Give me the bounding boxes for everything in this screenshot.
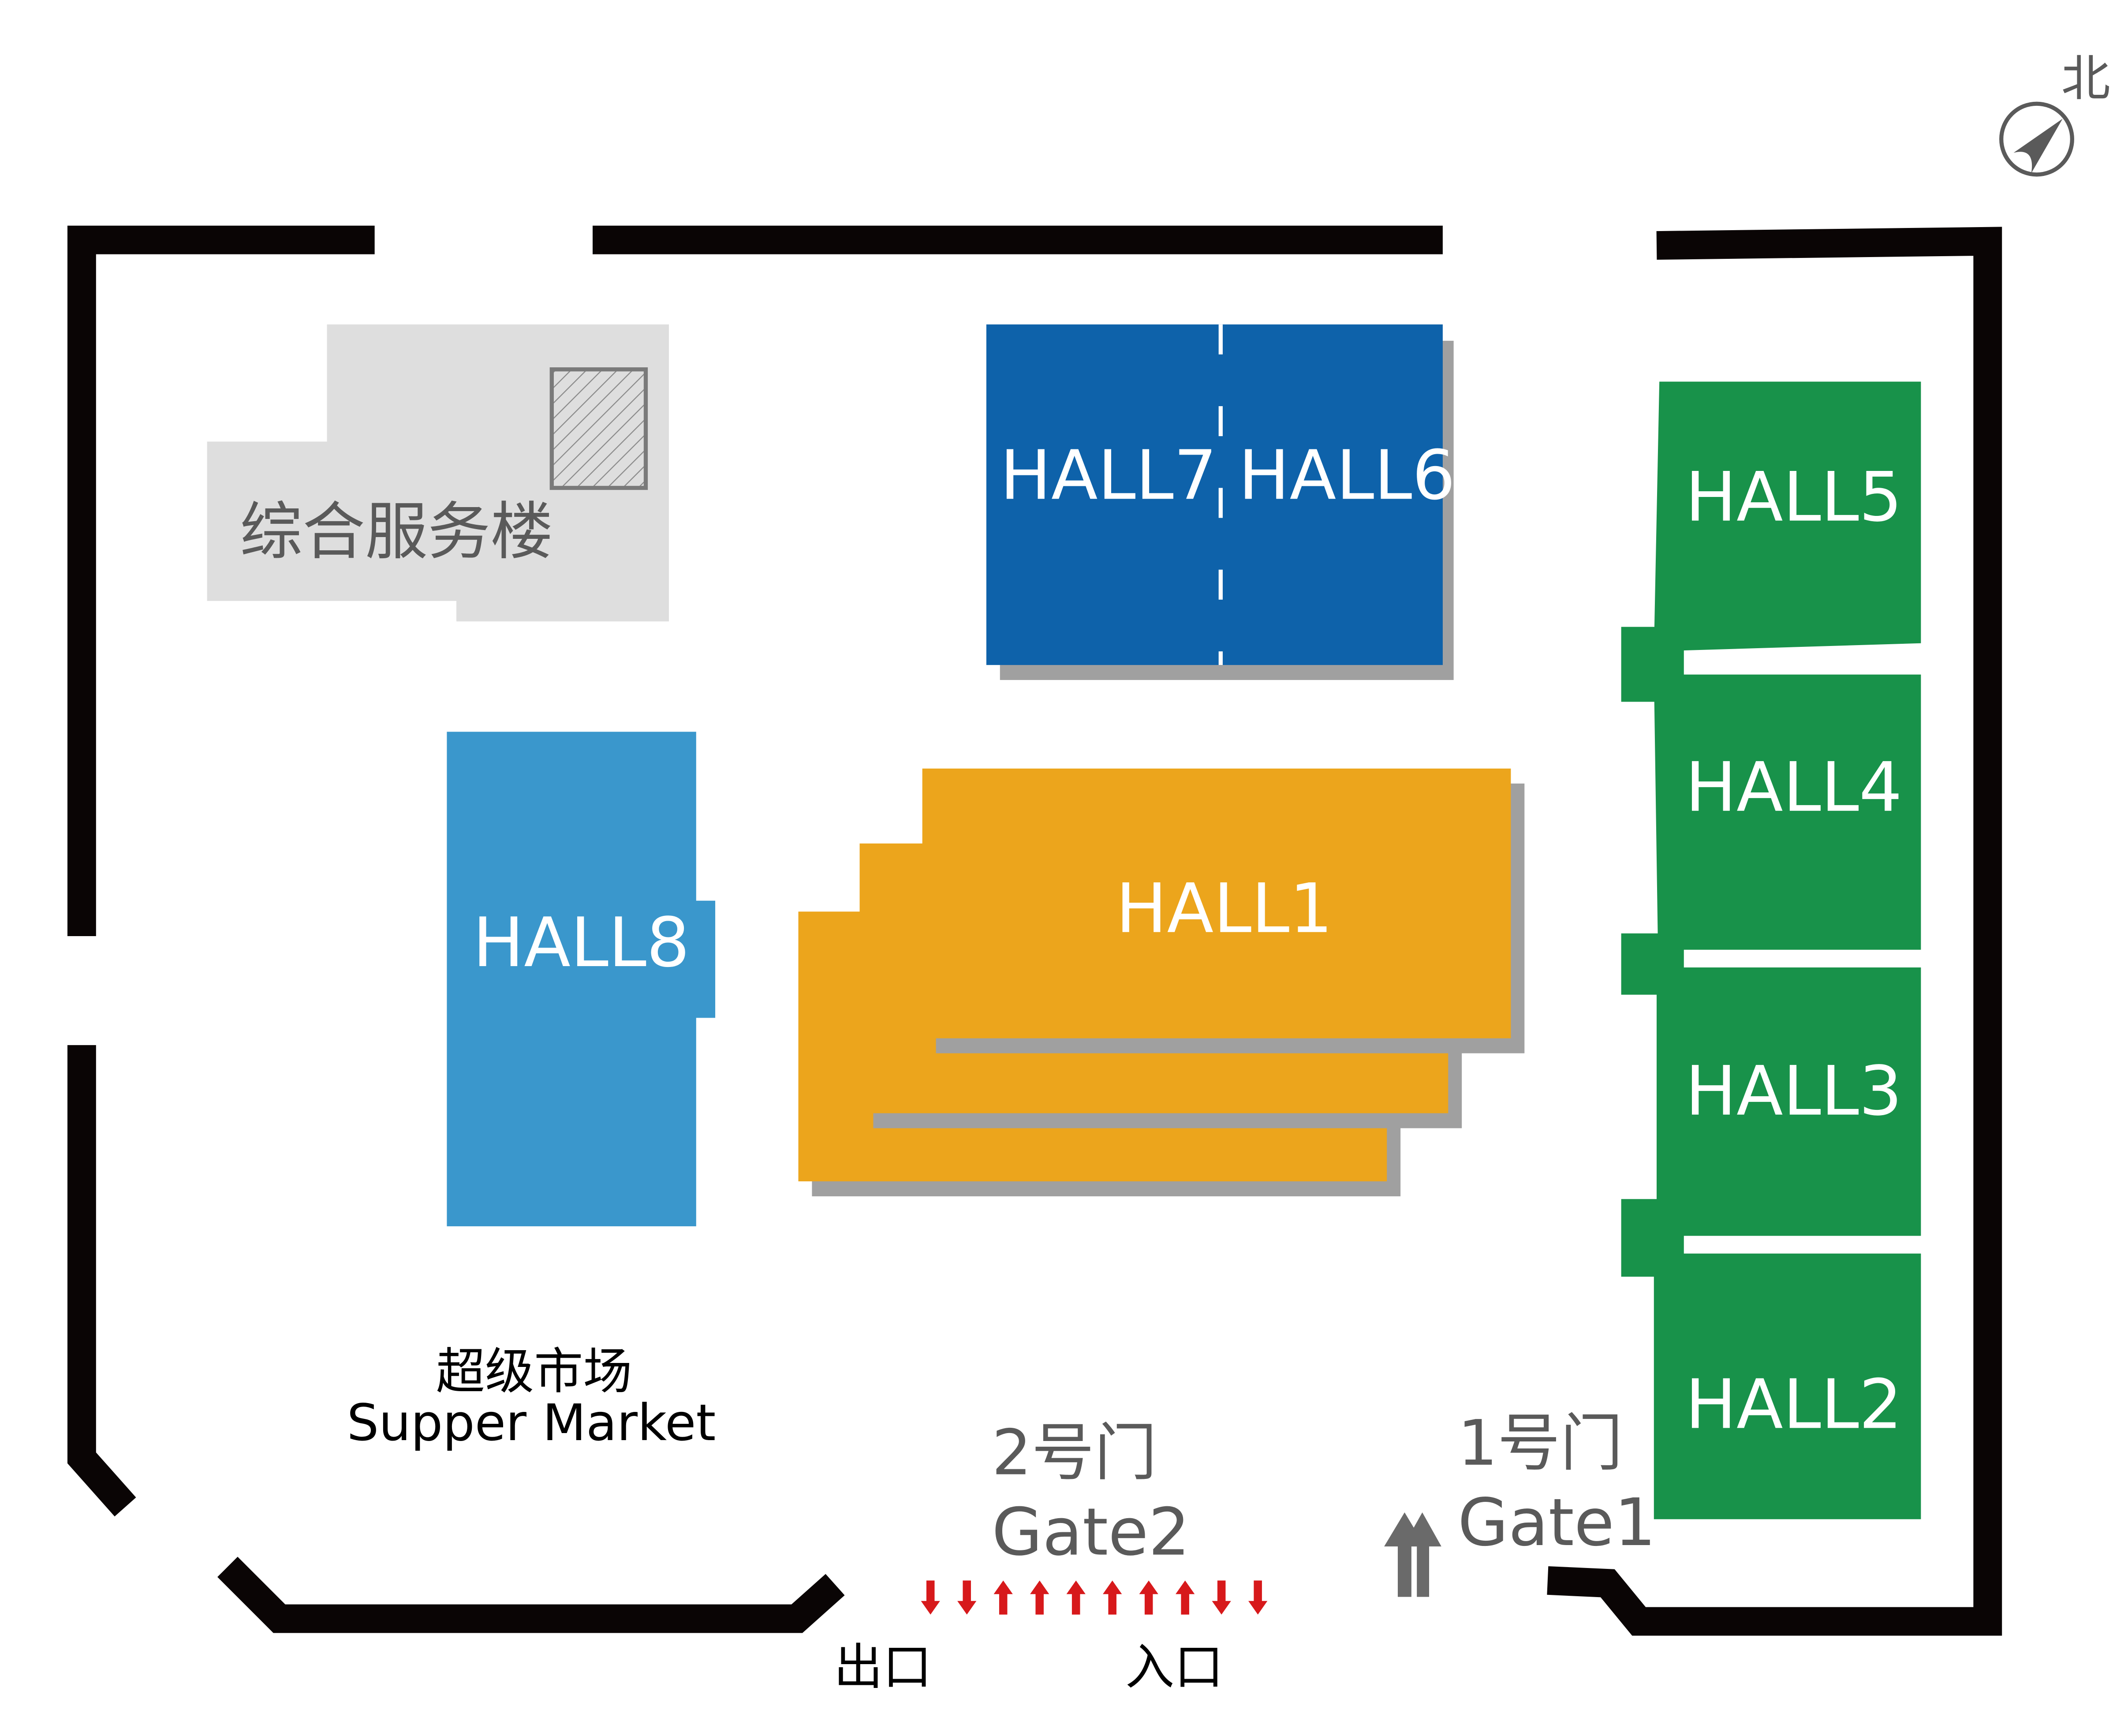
- hatched-area: [549, 367, 648, 490]
- wall-left-lower: [67, 1045, 136, 1517]
- gate2-lane-arrows: [921, 1580, 1268, 1615]
- lane-arrow-down-icon: [921, 1580, 940, 1615]
- hall8-label: HALL8: [473, 903, 690, 982]
- hall1[interactable]: HALL1: [798, 768, 1525, 1197]
- hall6-label: HALL6: [1238, 436, 1455, 515]
- lane-arrow-up-icon: [1103, 1580, 1122, 1615]
- hall2[interactable]: HALL2: [1654, 1253, 1921, 1519]
- hall3-label: HALL3: [1685, 1052, 1902, 1131]
- service-building[interactable]: 综合服务楼: [207, 324, 669, 622]
- lane-arrow-up-icon: [993, 1580, 1013, 1615]
- wall-bottom-left: [217, 1557, 845, 1633]
- gate2-cn-label: 2号门: [992, 1416, 1157, 1489]
- hall2-shape: [1654, 1253, 1921, 1519]
- wall-top-left: [67, 225, 375, 936]
- gate1-cn-label: 1号门: [1458, 1407, 1623, 1480]
- hall7-hall6[interactable]: HALL7 HALL6: [986, 324, 1456, 680]
- hall3-shape: [1656, 967, 1921, 1236]
- hall3[interactable]: HALL3: [1656, 967, 1921, 1236]
- gate2-en-label: Gate2: [992, 1494, 1190, 1570]
- hall1-back: [922, 768, 1511, 1038]
- lane-arrow-down-icon: [1248, 1580, 1268, 1615]
- north-label: 北: [2061, 51, 2110, 108]
- lane-arrow-up-icon: [1176, 1580, 1195, 1615]
- exit-label: 出口: [834, 1639, 932, 1696]
- gate1-double-up-arrow-icon: [1384, 1512, 1441, 1597]
- hall2-label: HALL2: [1685, 1365, 1902, 1444]
- perimeter-walls: [67, 225, 2002, 1636]
- supermarket-cn-label: 超级市场: [436, 1344, 632, 1400]
- hall5[interactable]: HALL5: [1654, 381, 1921, 652]
- compass-icon: 北: [1999, 51, 2110, 177]
- entrance-label: 入口: [1125, 1639, 1223, 1696]
- service-building-label: 综合服务楼: [240, 495, 553, 568]
- hall8-shape: [447, 732, 696, 1227]
- lane-arrow-up-icon: [1066, 1580, 1086, 1615]
- hall8-tab: [693, 900, 716, 1018]
- hall4[interactable]: HALL4: [1654, 674, 1921, 950]
- hall4-shape: [1654, 674, 1921, 950]
- hall7-label: HALL7: [1000, 436, 1217, 515]
- hall5-shape: [1654, 381, 1921, 652]
- hall8[interactable]: HALL8: [447, 732, 716, 1227]
- lane-arrow-down-icon: [957, 1580, 977, 1615]
- hall76-shape: [986, 324, 1443, 665]
- hall5-label: HALL5: [1685, 458, 1902, 537]
- lane-arrow-up-icon: [1139, 1580, 1158, 1615]
- hall4-label: HALL4: [1685, 748, 1902, 827]
- supermarket-en-label: Supper Market: [347, 1393, 716, 1452]
- wall-right: [1547, 227, 2002, 1636]
- gate1-en-label: Gate1: [1458, 1484, 1656, 1561]
- lane-arrow-up-icon: [1030, 1580, 1049, 1615]
- lane-arrow-down-icon: [1212, 1580, 1231, 1615]
- hall1-label: HALL1: [1116, 870, 1333, 948]
- green-halls: HALL5 HALL4 HALL3 HALL2: [1621, 381, 1921, 1519]
